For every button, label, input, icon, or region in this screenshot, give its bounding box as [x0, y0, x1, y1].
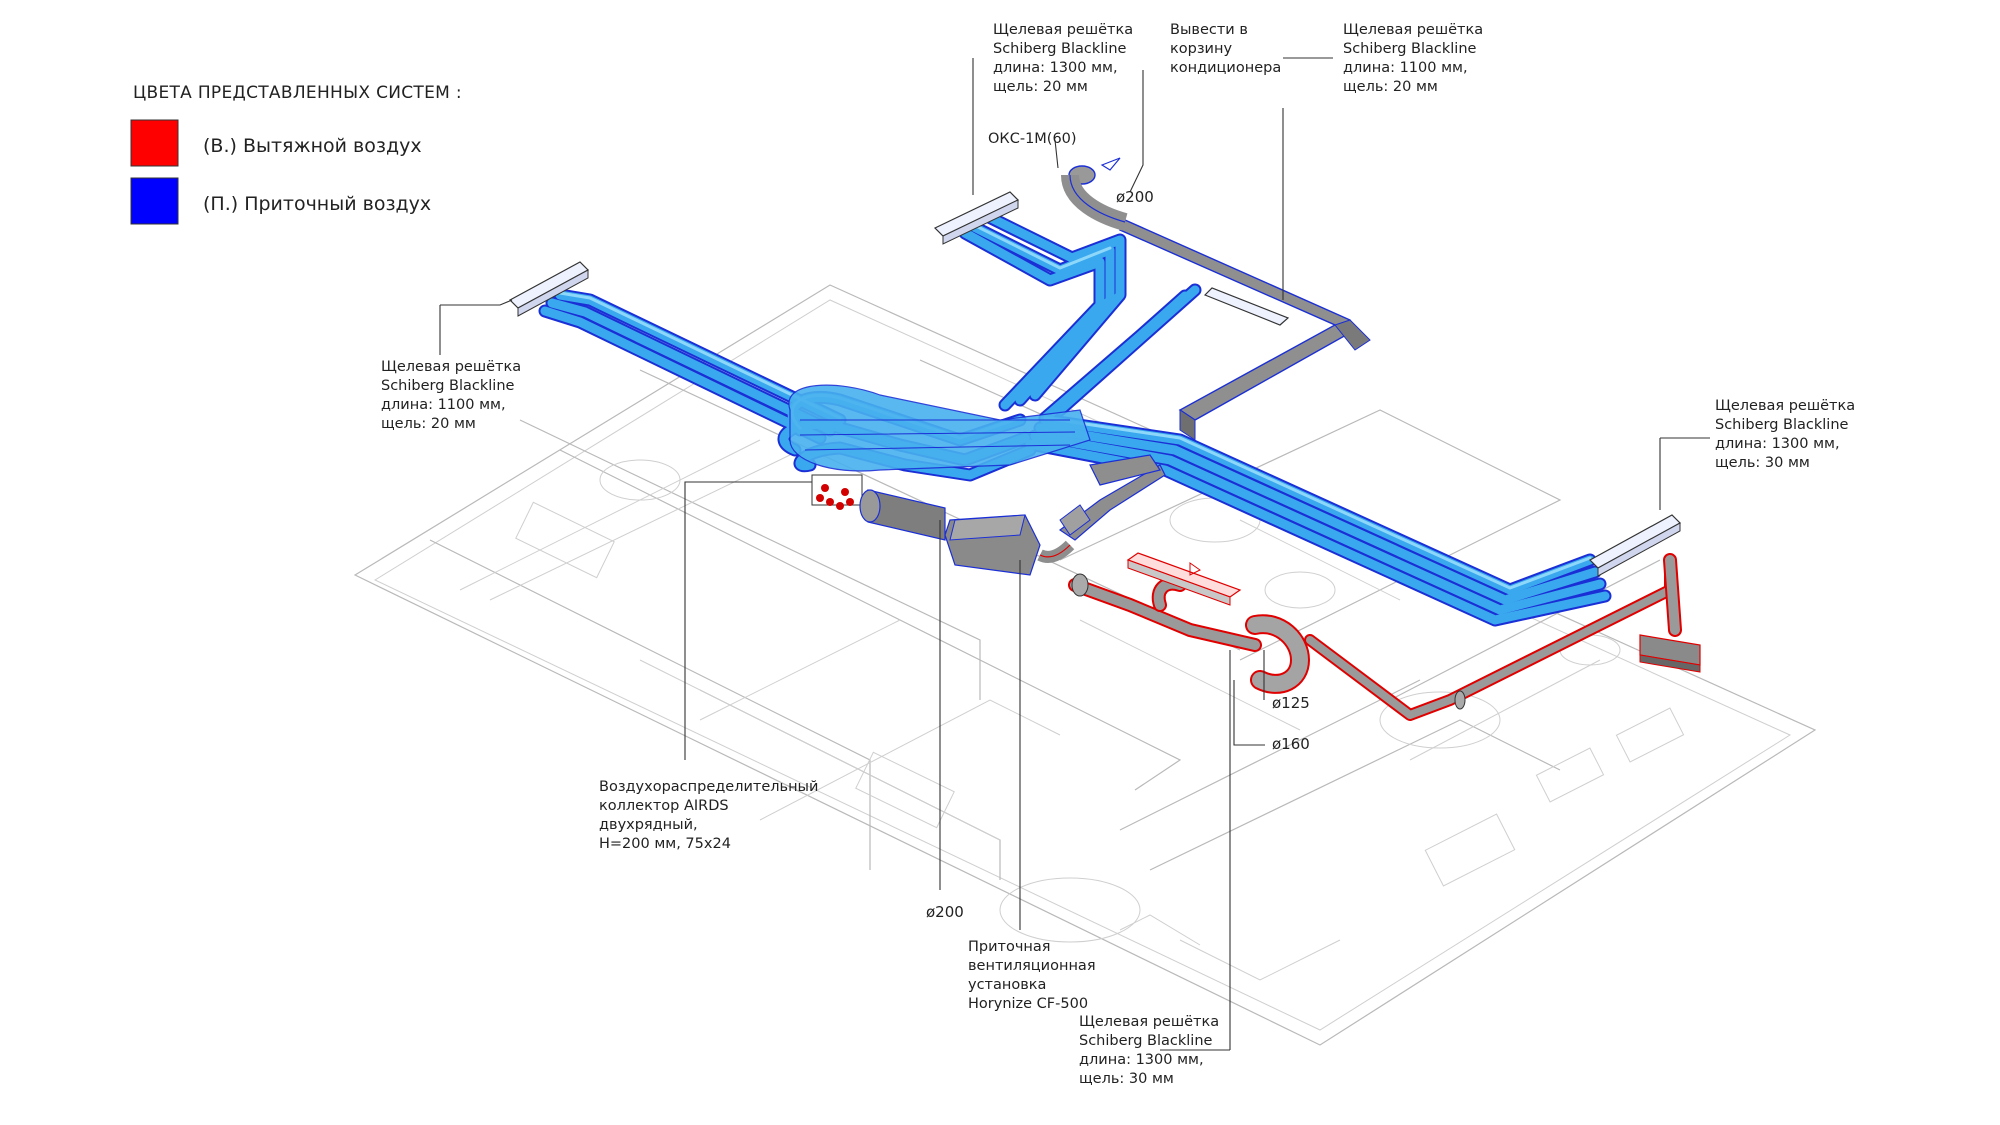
grille-top-left [933, 191, 1020, 245]
annotation-labels: Щелевая решётка Schiberg Blackline длина… [381, 22, 1855, 1087]
label-grille-top-right: Щелевая решётка Schiberg Blackline длина… [1343, 22, 1483, 95]
svg-text:установка: установка [968, 977, 1046, 993]
grille-right [1589, 514, 1681, 577]
svg-text:длина: 1100 мм,: длина: 1100 мм, [381, 397, 506, 413]
svg-text:Приточная: Приточная [968, 939, 1051, 955]
svg-text:Horynize CF-500: Horynize CF-500 [968, 996, 1088, 1012]
svg-text:длина: 1300 мм,: длина: 1300 мм, [1715, 436, 1840, 452]
svg-text:Щелевая решётка: Щелевая решётка [1343, 22, 1483, 38]
svg-text:двухрядный,: двухрядный, [599, 817, 698, 833]
svg-text:Щелевая решётка: Щелевая решётка [1079, 1014, 1219, 1030]
label-unit: Приточная вентиляционная установка Horyn… [968, 939, 1096, 1012]
label-okc: ОКС-1М(60) [988, 131, 1077, 147]
label-grille-top-left: Щелевая решётка Schiberg Blackline длина… [993, 22, 1133, 95]
svg-text:Воздухораспределительный: Воздухораспределительный [599, 779, 818, 795]
svg-text:Schiberg Blackline: Schiberg Blackline [381, 378, 515, 394]
label-grille-right: Щелевая решётка Schiberg Blackline длина… [1715, 398, 1855, 471]
legend-label-supply: (П.) Приточный воздух [203, 193, 431, 215]
grille-left [509, 261, 589, 317]
legend-swatch-exhaust [130, 119, 179, 167]
svg-text:щель: 20 мм: щель: 20 мм [381, 416, 476, 432]
svg-text:Schiberg Blackline: Schiberg Blackline [1079, 1033, 1213, 1049]
svg-text:коллектор AIRDS: коллектор AIRDS [599, 798, 729, 814]
svg-text:Schiberg Blackline: Schiberg Blackline [993, 41, 1127, 57]
label-d200-bottom: ø200 [926, 903, 964, 921]
svg-text:Щелевая решётка: Щелевая решётка [1715, 398, 1855, 414]
svg-text:Schiberg Blackline: Schiberg Blackline [1343, 41, 1477, 57]
svg-text:корзину: корзину [1170, 41, 1232, 57]
legend-title: ЦВЕТА ПРЕДСТАВЛЕННЫХ СИСТЕМ : [133, 83, 462, 103]
svg-text:Щелевая решётка: Щелевая решётка [381, 359, 521, 375]
supply-duct-network [538, 208, 1612, 627]
label-grille-left: Щелевая решётка Schiberg Blackline длина… [381, 359, 521, 432]
exhaust-duct-network [1068, 552, 1701, 721]
svg-text:вентиляционная: вентиляционная [968, 958, 1096, 974]
label-collector: Воздухораспределительный коллектор AIRDS… [599, 779, 818, 852]
label-d125: ø125 [1272, 694, 1310, 712]
svg-text:щель: 20 мм: щель: 20 мм [993, 79, 1088, 95]
label-d160: ø160 [1272, 735, 1310, 753]
svg-text:Вывести в: Вывести в [1170, 22, 1248, 38]
svg-text:щель: 20 мм: щель: 20 мм [1343, 79, 1438, 95]
svg-text:длина: 1300 мм,: длина: 1300 мм, [993, 60, 1118, 76]
svg-text:щель: 30 мм: щель: 30 мм [1079, 1071, 1174, 1087]
legend-label-exhaust: (В.) Вытяжной воздух [203, 135, 422, 157]
floor-plan [353, 284, 1817, 1046]
legend: ЦВЕТА ПРЕДСТАВЛЕННЫХ СИСТЕМ : (В.) Вытяж… [130, 83, 462, 225]
svg-text:длина: 1300 мм,: длина: 1300 мм, [1079, 1052, 1204, 1068]
leader-lines [439, 57, 1710, 1051]
svg-text:H=200 мм, 75х24: H=200 мм, 75х24 [599, 836, 731, 852]
svg-text:щель: 30 мм: щель: 30 мм [1715, 455, 1810, 471]
label-grille-bottom: Щелевая решётка Schiberg Blackline длина… [1079, 1014, 1219, 1087]
legend-swatch-supply [130, 177, 179, 225]
ac-duct [1061, 157, 1371, 441]
grille-top-right [1203, 287, 1290, 326]
slot-grilles [509, 191, 1681, 577]
svg-text:Schiberg Blackline: Schiberg Blackline [1715, 417, 1849, 433]
label-d200-top: ø200 [1116, 188, 1154, 206]
label-ac-basket: Вывести в корзину кондиционера [1170, 22, 1281, 76]
ventilation-unit-assembly [811, 454, 1166, 576]
svg-text:длина: 1100 мм,: длина: 1100 мм, [1343, 60, 1468, 76]
svg-text:Щелевая решётка: Щелевая решётка [993, 22, 1133, 38]
svg-text:кондиционера: кондиционера [1170, 60, 1281, 76]
